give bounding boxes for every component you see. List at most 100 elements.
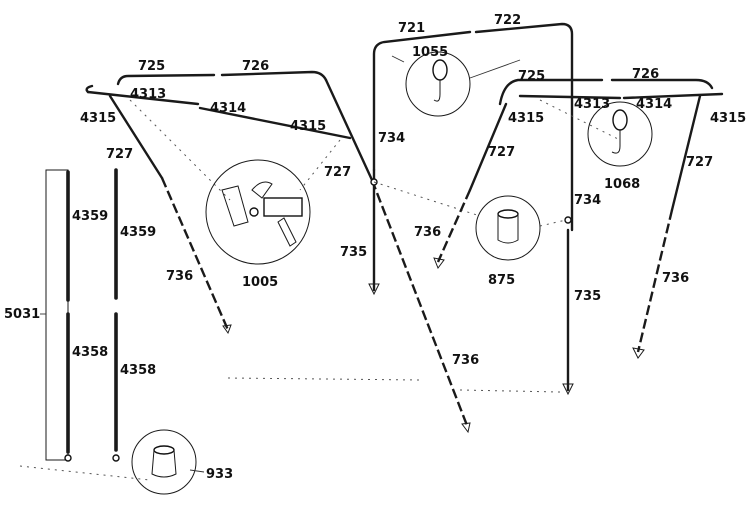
pole-foot-b <box>112 454 120 462</box>
detail-933-foot <box>131 429 205 495</box>
pole-726-right <box>610 78 714 90</box>
ground-line-center <box>459 389 561 393</box>
label-4359-a: 4359 <box>72 209 108 224</box>
pole-735-right-tip <box>562 383 574 396</box>
cap-top-875 <box>497 209 519 219</box>
label-4315-left: 4315 <box>80 111 116 126</box>
guide-line-center-2 <box>539 219 567 227</box>
leader-1055 <box>391 55 405 63</box>
label-735-right: 735 <box>574 289 601 304</box>
hub-block-1005 <box>263 197 303 217</box>
connector-dot-right <box>564 216 572 224</box>
label-736-center-upper: 736 <box>414 225 441 240</box>
label-722: 722 <box>494 13 521 28</box>
guide-line-left <box>129 99 231 201</box>
right-canopy-frame <box>433 78 724 359</box>
pole-4314-left <box>198 106 352 140</box>
guide-line-center <box>373 181 481 217</box>
label-5031: 5031 <box>4 307 40 322</box>
hook-shank-1068 <box>611 130 621 154</box>
guide-line-right <box>539 99 621 141</box>
cap-body-875 <box>497 214 519 244</box>
detail-circle-875 <box>475 195 541 261</box>
label-4314-left: 4314 <box>210 101 246 116</box>
pole-722 <box>474 22 574 232</box>
label-1068: 1068 <box>604 177 640 192</box>
label-725-right: 725 <box>518 69 545 84</box>
hub-bolt-1005 <box>277 217 297 247</box>
center-upright-frame <box>368 22 574 396</box>
label-933: 933 <box>206 467 233 482</box>
leader-1055-b <box>469 59 521 79</box>
pole-foot-a <box>64 454 72 462</box>
label-736-right: 736 <box>662 271 689 286</box>
label-4359-b: 4359 <box>120 225 156 240</box>
pole-721 <box>372 30 472 172</box>
foot-body-933 <box>151 449 177 478</box>
stake-tip-right-b <box>632 347 645 359</box>
label-727-right-a: 727 <box>488 145 515 160</box>
label-736-left: 736 <box>166 269 193 284</box>
pole-725-right <box>498 78 604 106</box>
label-875: 875 <box>488 273 515 288</box>
label-4358-b: 4358 <box>120 363 156 378</box>
label-734-left: 734 <box>378 131 405 146</box>
label-726-left: 726 <box>242 59 269 74</box>
ground-line-bottom <box>19 465 151 481</box>
label-4314-right: 4314 <box>636 97 672 112</box>
label-727-right-b: 727 <box>686 155 713 170</box>
label-4315-center-right: 4315 <box>508 111 544 126</box>
label-736-center-lower: 736 <box>452 353 479 368</box>
stake-tip-left <box>222 324 232 335</box>
stake-line-736-right-a <box>436 189 472 263</box>
detail-1068-hook <box>587 101 653 167</box>
pole-727-right-b <box>670 94 702 212</box>
label-734-right: 734 <box>574 193 601 208</box>
label-4315-right: 4315 <box>710 111 746 126</box>
stake-tip-center <box>461 422 471 434</box>
hook-ring-1055 <box>432 59 448 81</box>
leader-933 <box>189 469 205 473</box>
detail-circle-1005 <box>205 159 311 265</box>
detail-circle-933 <box>131 429 197 495</box>
pole-725-left <box>116 73 216 86</box>
stake-line-736-center <box>370 179 470 429</box>
detail-875-cap <box>475 195 541 261</box>
pole-4314-right <box>622 92 724 100</box>
pole-727-right-a <box>468 102 508 192</box>
hub-pin-1005 <box>249 207 259 217</box>
hub-tube-1005 <box>221 185 249 227</box>
pole-4313-left <box>86 90 200 106</box>
hub-knob-1005 <box>251 181 273 199</box>
label-735-left: 735 <box>340 245 367 260</box>
pole-726-left <box>220 70 328 82</box>
pole-4313-right <box>518 94 622 100</box>
label-1005: 1005 <box>242 275 278 290</box>
label-721: 721 <box>398 21 425 36</box>
detail-1055-hook <box>391 51 521 117</box>
label-725-left: 725 <box>138 59 165 74</box>
pole-727-center <box>324 78 374 182</box>
label-4358-a: 4358 <box>72 345 108 360</box>
pole-4315-end-left <box>85 84 94 94</box>
label-4315-center-left: 4315 <box>290 119 326 134</box>
foot-top-933 <box>153 445 175 455</box>
stake-tip-right-a <box>433 257 445 270</box>
label-4313-right: 4313 <box>574 97 610 112</box>
side-wall-poles <box>19 168 151 481</box>
pole-735-left-tip <box>368 283 380 296</box>
bag-5031 <box>45 169 69 461</box>
label-1055: 1055 <box>412 45 448 60</box>
label-727-left: 727 <box>106 147 133 162</box>
stake-line-736-left <box>160 177 230 331</box>
label-4313-left: 4313 <box>130 87 166 102</box>
stake-line-736-right-b <box>636 209 674 353</box>
detail-circle-1055 <box>405 51 471 117</box>
part-number-labels: 721 722 1055 725 726 725 726 4313 4314 4… <box>4 13 746 482</box>
hook-ring-1068 <box>612 109 628 131</box>
left-canopy-frame <box>85 70 471 434</box>
detail-1005-hub <box>205 159 311 265</box>
label-726-right: 726 <box>632 67 659 82</box>
pole-727-left <box>108 94 164 180</box>
